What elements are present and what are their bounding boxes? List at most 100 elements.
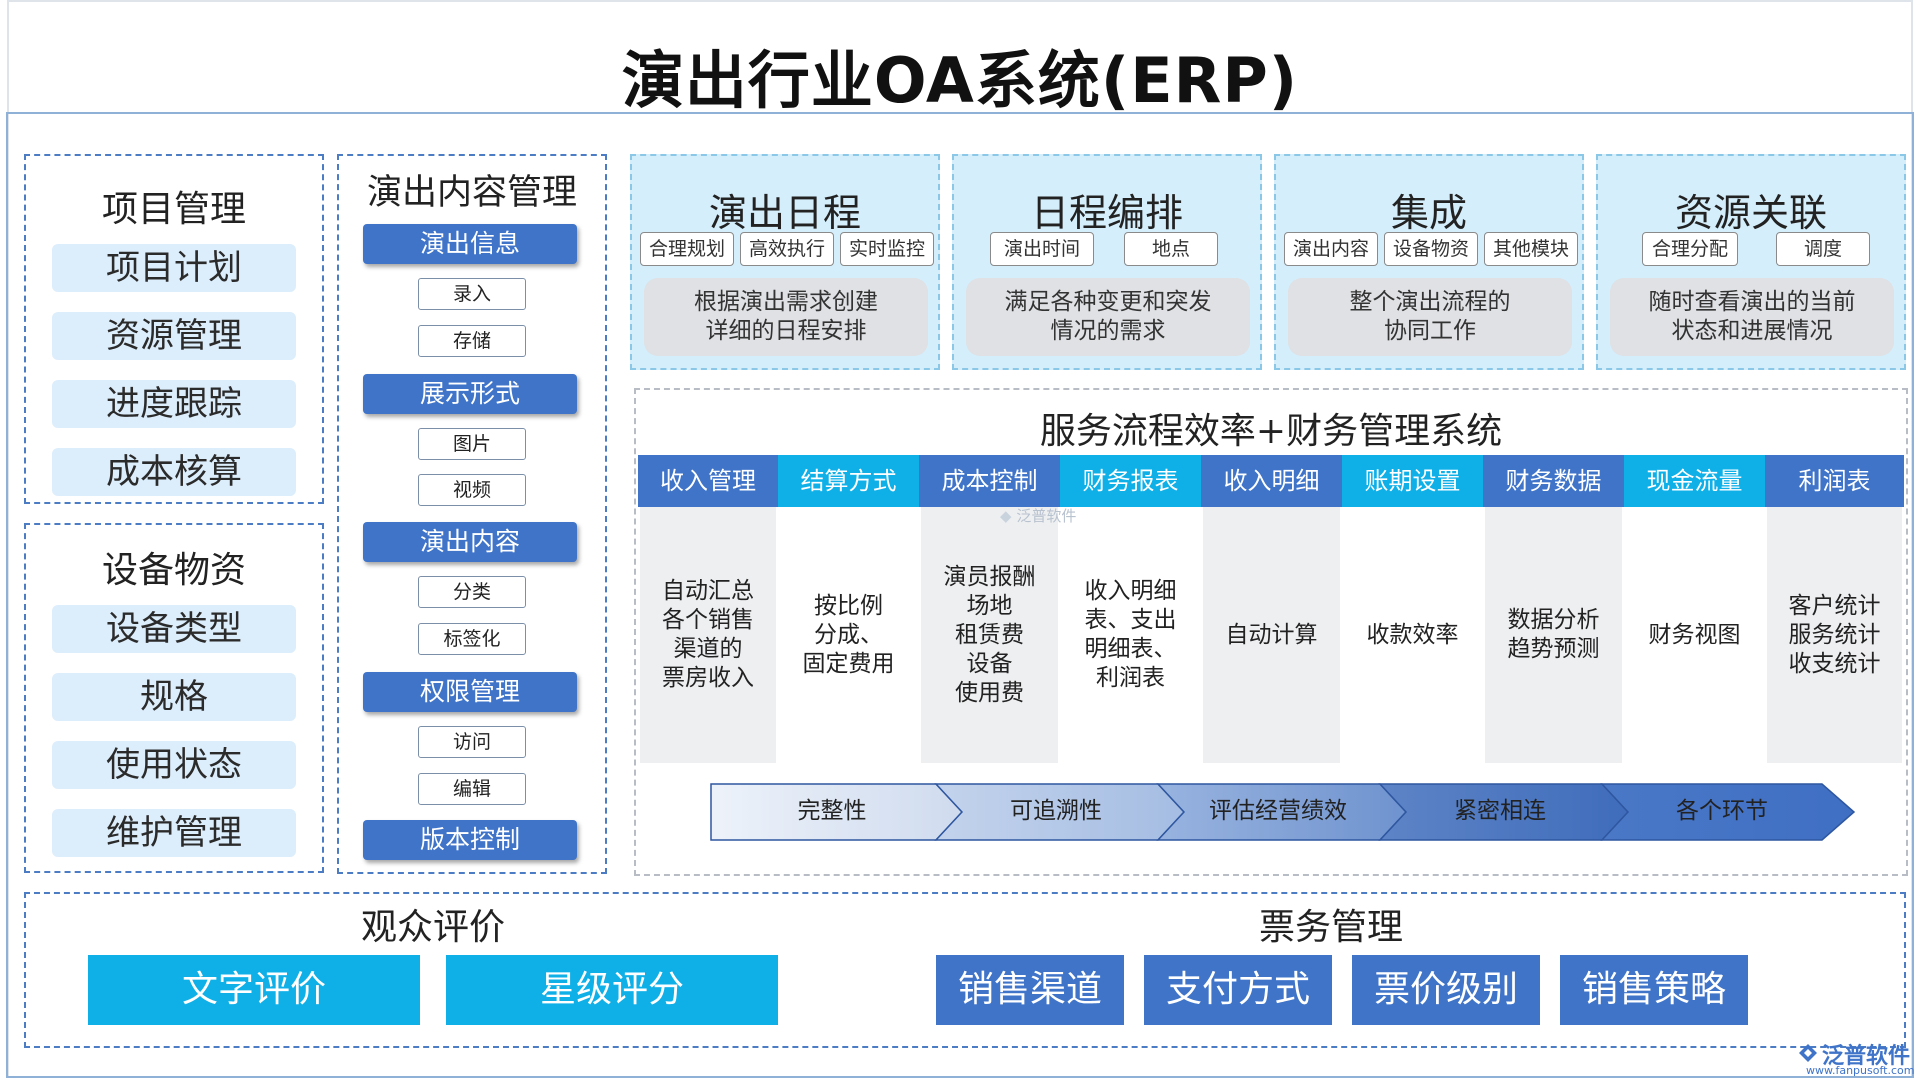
finance-column-body: 数据分析 趋势预测 — [1485, 507, 1622, 763]
finance-cell-line: 利润表 — [1096, 665, 1165, 691]
equipment-item: 设备类型 — [52, 605, 296, 653]
module-tag: 高效执行 — [740, 232, 834, 266]
ticketing-item: 支付方式 — [1144, 955, 1332, 1025]
finance-cell-line: 趋势预测 — [1507, 636, 1600, 662]
module-title: 集成 — [1390, 191, 1467, 235]
finance-cell-line: 渠道的 — [673, 636, 743, 662]
service-finance-panel — [634, 388, 1908, 876]
module-description-line: 根据演出需求创建 — [694, 289, 878, 315]
finance-column-header: 利润表 — [1765, 455, 1904, 507]
project-item: 资源管理 — [52, 312, 296, 360]
content-group-button: 演出内容 — [363, 522, 577, 562]
audience-item: 星级评分 — [446, 955, 778, 1025]
finance-cell-line: 数据分析 — [1507, 607, 1600, 633]
module-description-line: 整个演出流程的 — [1349, 289, 1511, 315]
module-description: 整个演出流程的 协同工作 — [1288, 278, 1572, 356]
brand-logo-url: www.fanpusoft.com — [1806, 1064, 1915, 1077]
finance-column-body: 收入明细 表、支出 明细表、 利润表 — [1062, 507, 1199, 763]
finance-cell-line: 服务统计 — [1788, 621, 1881, 648]
module-description-line: 满足各种变更和突发 — [1004, 289, 1212, 315]
project-item: 项目计划 — [52, 244, 296, 292]
module-tag: 调度 — [1776, 232, 1870, 266]
content-sub-tag: 存储 — [418, 325, 526, 357]
arrow-label: 评估经营绩效 — [1209, 798, 1347, 824]
audience-title: 观众评价 — [360, 907, 505, 948]
finance-cell-line: 收入明细 — [1084, 578, 1177, 604]
watermark-text: 泛普软件 — [1016, 507, 1077, 525]
arrow-label: 各个环节 — [1676, 798, 1768, 824]
module-tag: 演出时间 — [990, 232, 1094, 266]
module-tag: 设备物资 — [1384, 232, 1478, 266]
equipment-item: 使用状态 — [52, 741, 296, 789]
module-description-line: 状态和进展情况 — [1671, 318, 1833, 344]
module-description: 满足各种变更和突发 情况的需求 — [966, 278, 1250, 356]
diagram-frame — [6, 112, 1914, 1078]
module-resource-link: 资源关联 合理分配 调度 随时查看演出的当前 状态和进展情况 — [1596, 154, 1906, 370]
finance-cell-line: 表、支出 — [1084, 607, 1177, 633]
content-sub-tag: 图片 — [418, 428, 526, 460]
finance-column-body: 演员报酬 场地 租赁费 设备 使用费 — [921, 507, 1058, 763]
equipment-title: 设备物资 — [101, 550, 246, 591]
module-description-line: 协同工作 — [1384, 318, 1476, 344]
project-item: 进度跟踪 — [52, 380, 296, 428]
finance-cell-line: 客户统计 — [1788, 592, 1881, 619]
module-title: 资源关联 — [1674, 191, 1827, 235]
content-management-title: 演出内容管理 — [366, 173, 577, 213]
finance-cell-line: 自动汇总 — [662, 578, 754, 604]
equipment-item: 维护管理 — [52, 809, 296, 857]
process-arrow-chain — [710, 783, 1856, 841]
finance-column-header: 结算方式 — [778, 455, 919, 507]
equipment-panel: 设备物资 设备类型 规格 使用状态 维护管理 — [24, 523, 324, 873]
finance-cell-line: 固定费用 — [802, 650, 895, 677]
module-description-line: 详细的日程安排 — [705, 318, 867, 344]
module-integration: 集成 演出内容 设备物资 其他模块 整个演出流程的 协同工作 — [1274, 154, 1584, 370]
module-tag: 地点 — [1124, 232, 1218, 266]
finance-column-header: 收入管理 — [638, 455, 778, 507]
finance-cell-line: 财务视图 — [1648, 621, 1741, 648]
module-description: 随时查看演出的当前 状态和进展情况 — [1610, 278, 1894, 356]
finance-column-body: 自动计算 — [1203, 507, 1340, 763]
module-tag: 其他模块 — [1484, 232, 1578, 266]
module-description-line: 情况的需求 — [1050, 318, 1166, 344]
content-group-button: 展示形式 — [363, 374, 577, 414]
brand-logo: 泛普软件 www.fanpusoft.com — [1796, 1038, 1916, 1078]
content-sub-tag: 编辑 — [418, 773, 526, 805]
content-sub-tag: 标签化 — [418, 623, 526, 655]
module-description: 根据演出需求创建 详细的日程安排 — [644, 278, 928, 356]
watermark-logo: ◆ 泛普软件 — [1000, 505, 1076, 526]
finance-column-body: 财务视图 — [1626, 507, 1763, 763]
content-group-button: 权限管理 — [363, 672, 577, 712]
watermark-icon: ◆ — [1000, 507, 1012, 525]
content-sub-tag: 分类 — [418, 576, 526, 608]
module-title: 演出日程 — [708, 191, 861, 235]
module-tag: 合理分配 — [1642, 232, 1738, 266]
finance-cell-line: 租赁费 — [955, 621, 1024, 648]
brand-logo-name: 泛普软件 — [1822, 1044, 1911, 1069]
project-management-title: 项目管理 — [101, 189, 246, 230]
finance-cell-line: 按比例 — [814, 592, 883, 619]
content-sub-tag: 视频 — [418, 474, 526, 506]
equipment-item: 规格 — [52, 673, 296, 721]
finance-column-body: 客户统计 服务统计 收支统计 — [1767, 507, 1902, 763]
finance-column-header: 成本控制 — [919, 455, 1060, 507]
page-title: 演出行业OA系统(ERP) — [621, 44, 1299, 117]
module-tag: 实时监控 — [840, 232, 934, 266]
finance-cell-line: 场地 — [966, 592, 1013, 619]
content-sub-tag: 访问 — [418, 726, 526, 758]
finance-column-body: 按比例 分成、 固定费用 — [780, 507, 917, 763]
content-sub-tag: 录入 — [418, 278, 526, 310]
finance-cell-line: 票房收入 — [662, 665, 754, 691]
ticketing-item: 票价级别 — [1352, 955, 1540, 1025]
finance-cell-line: 明细表、 — [1084, 636, 1177, 662]
finance-column-header: 财务数据 — [1483, 455, 1624, 507]
finance-column-header: 账期设置 — [1342, 455, 1483, 507]
project-item: 成本核算 — [52, 448, 296, 496]
finance-cell-line: 自动计算 — [1225, 621, 1318, 648]
finance-column-body: 自动汇总 各个销售 渠道的 票房收入 — [640, 507, 776, 763]
ticketing-title: 票务管理 — [1258, 907, 1403, 948]
content-management-panel: 演出内容管理 演出信息 录入 存储 展示形式 图片 视频 演出内容 分类 标签化… — [337, 154, 607, 874]
module-tag: 合理规划 — [640, 232, 734, 266]
brand-logo-icon — [1799, 1044, 1817, 1062]
arrow-label: 可追溯性 — [1010, 798, 1102, 824]
service-finance-title: 服务流程效率+财务管理系统 — [1039, 411, 1503, 452]
